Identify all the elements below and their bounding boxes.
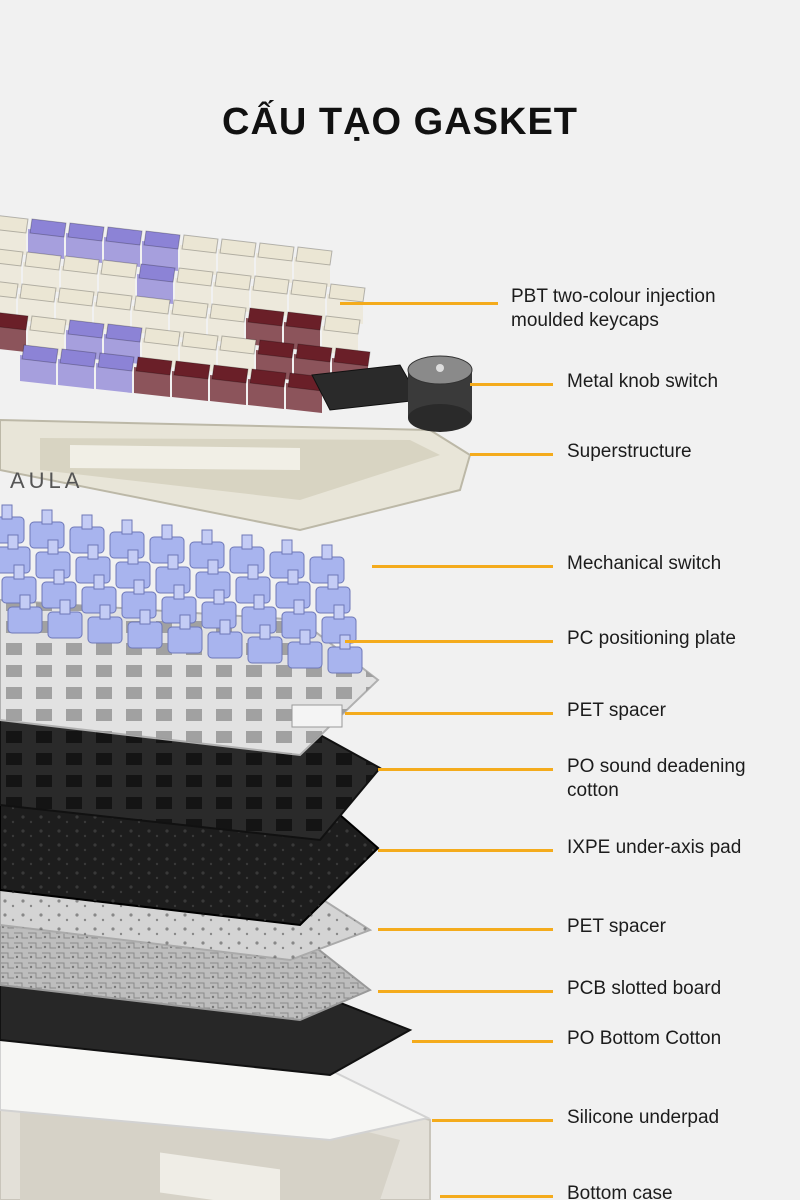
keycaps-layer <box>0 215 371 413</box>
mechanical-switch <box>109 519 145 559</box>
keycap <box>175 267 214 308</box>
page-title: CẤU TẠO GASKET <box>222 101 578 144</box>
keycap <box>61 255 100 296</box>
layer-label: Bottom case <box>567 1183 673 1200</box>
leader-line <box>432 1119 553 1122</box>
keycap <box>218 238 257 279</box>
keycap <box>0 281 19 320</box>
keycap <box>180 234 219 275</box>
keycap <box>66 222 105 263</box>
keycap <box>28 218 67 259</box>
leader-line <box>345 640 553 643</box>
keycap <box>172 360 211 401</box>
leader-line <box>470 453 553 456</box>
layer-label: PC positioning plate <box>567 628 736 649</box>
mechanical-switch <box>309 544 345 584</box>
leader-line <box>340 302 498 305</box>
mechanical-switch <box>87 604 123 644</box>
keycap <box>58 348 97 389</box>
mechanical-switch <box>287 629 323 669</box>
leader-line <box>378 768 553 771</box>
metal-knob-layer <box>311 355 473 432</box>
layer-label: Silicone underpad <box>567 1107 720 1128</box>
keycap <box>137 263 176 304</box>
mechanical-switch <box>269 539 305 579</box>
layer-label: PO sound deadening cotton <box>567 756 746 801</box>
mechanical-switch <box>47 599 83 639</box>
mechanical-switch <box>149 524 185 564</box>
keycap <box>20 344 59 385</box>
mechanical-switch <box>167 614 203 654</box>
keycap <box>0 215 29 255</box>
switch-layer <box>0 504 363 674</box>
leader-line <box>440 1195 553 1198</box>
leader-line <box>378 990 553 993</box>
keycap <box>256 242 295 283</box>
keycap <box>104 226 143 267</box>
mechanical-switch <box>207 619 243 659</box>
layer-label: Superstructure <box>567 441 692 462</box>
keycap <box>0 312 29 352</box>
keycap <box>23 251 62 292</box>
layer-label: PET spacer <box>567 700 666 721</box>
keycap <box>210 364 249 405</box>
keycap <box>142 230 181 271</box>
layer-label: IXPE under-axis pad <box>567 837 742 858</box>
keycap <box>96 352 135 393</box>
layer-label: Metal knob switch <box>567 371 719 392</box>
layer-label: PO Bottom Cotton <box>567 1028 722 1049</box>
leader-line <box>412 1040 553 1043</box>
keycap <box>248 368 287 409</box>
keycap <box>251 275 290 316</box>
leader-line <box>378 928 553 931</box>
mechanical-switch <box>247 624 283 664</box>
leader-line <box>345 712 553 715</box>
leader-line <box>470 383 553 386</box>
keycap <box>134 356 173 397</box>
keycap <box>213 271 252 312</box>
leader-line <box>372 565 553 568</box>
keycap <box>294 246 333 287</box>
mechanical-switch <box>69 514 105 554</box>
layer-label: PET spacer <box>567 916 666 937</box>
mechanical-switch <box>189 529 225 569</box>
keycap <box>327 283 366 324</box>
keycap <box>99 259 138 300</box>
mechanical-switch <box>127 609 163 649</box>
aula-logo: AULA <box>10 468 83 493</box>
mechanical-switch <box>7 594 43 634</box>
superstructure-layer: AULA <box>0 418 472 532</box>
keycap <box>289 279 328 320</box>
mechanical-switch <box>229 534 265 574</box>
layer-label: PCB slotted board <box>567 978 722 999</box>
layer-label: PBT two-colour injection moulded keycaps <box>511 286 716 331</box>
keycap <box>0 248 24 288</box>
layer-label: Mechanical switch <box>567 553 722 574</box>
leader-line <box>378 849 553 852</box>
mechanical-switch <box>29 509 65 549</box>
